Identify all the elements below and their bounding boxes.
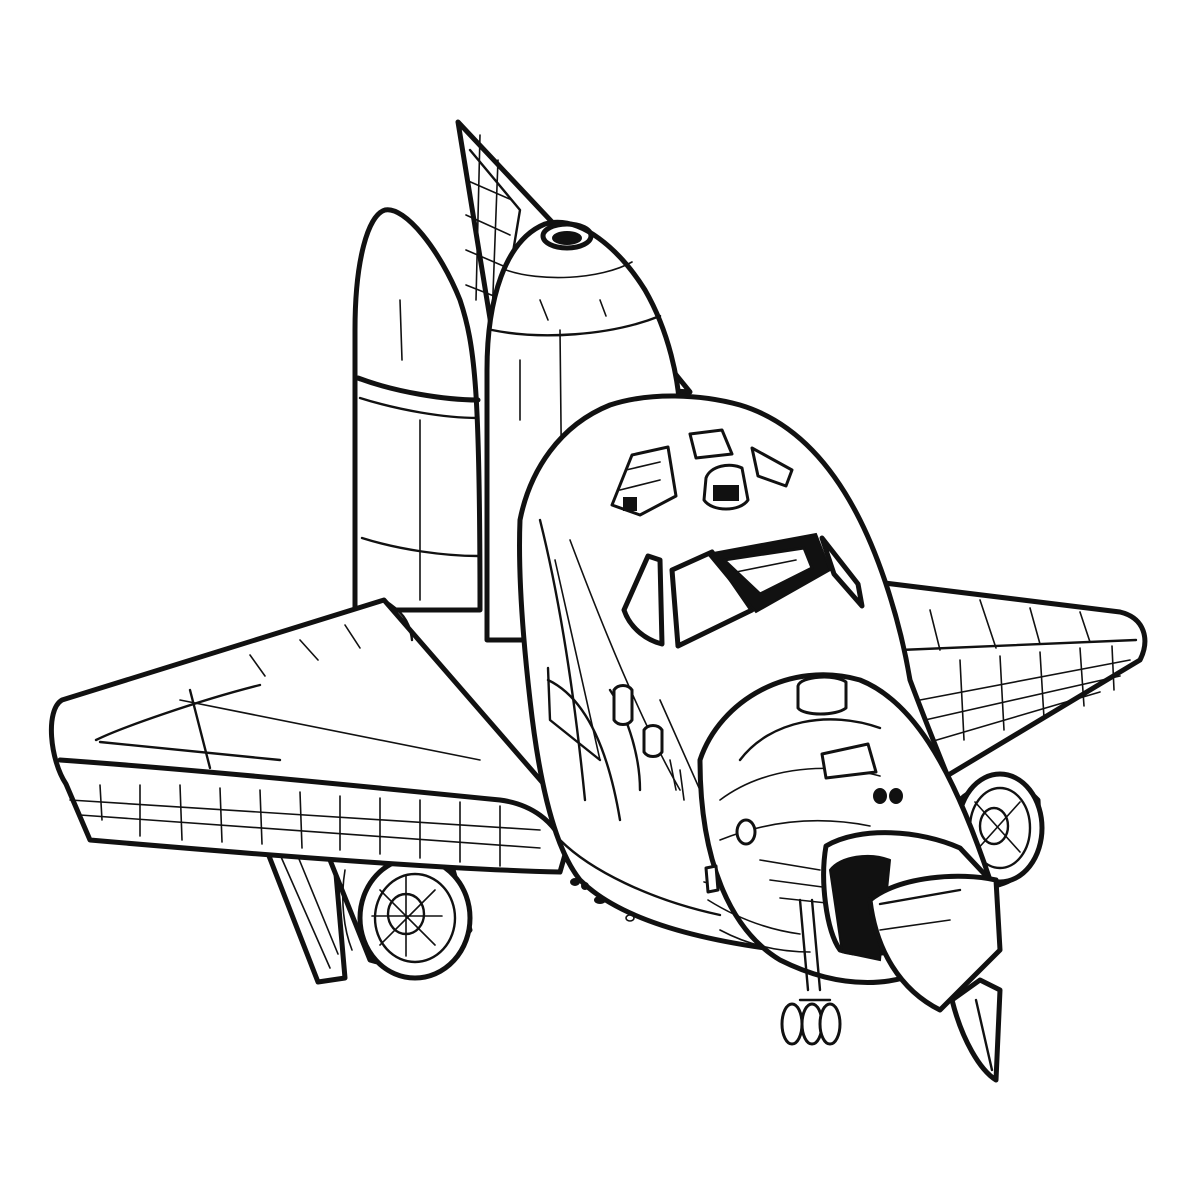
nose-landing-gear [780, 898, 842, 1046]
cockpit-windows [610, 428, 865, 649]
left-engine [259, 825, 473, 985]
nose-cone [821, 830, 1003, 1083]
solid-rocket-booster [352, 207, 483, 613]
left-wing [48, 597, 578, 875]
hull-details [570, 684, 720, 922]
